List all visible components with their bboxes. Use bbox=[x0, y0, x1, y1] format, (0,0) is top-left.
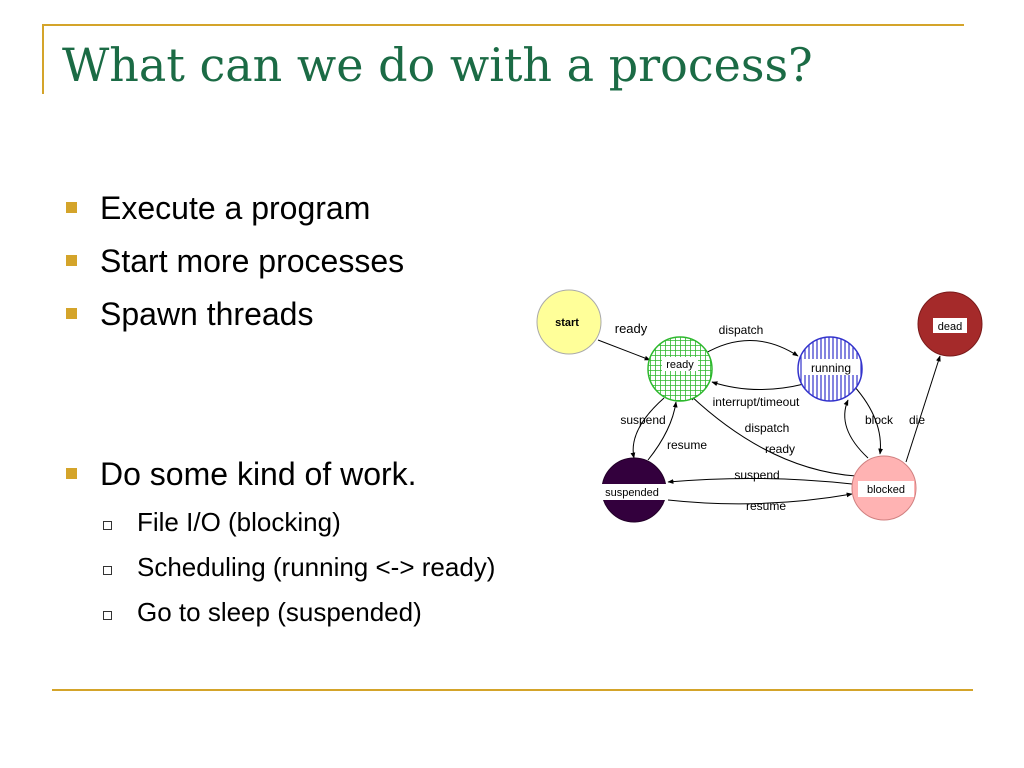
transition-label-running-blocked: block bbox=[865, 413, 894, 427]
transition-suspended-ready bbox=[647, 401, 678, 461]
square-bullet-icon bbox=[66, 255, 77, 266]
bottom-rule bbox=[52, 689, 973, 691]
state-start-label: start bbox=[555, 317, 579, 329]
state-running-label-box bbox=[804, 359, 858, 375]
transition-blocked-ready bbox=[689, 394, 857, 477]
sub-bullet-text: Go to sleep (suspended) bbox=[137, 597, 422, 627]
transition-label-blocked-ready: ready bbox=[765, 442, 795, 456]
square-bullet-icon bbox=[66, 308, 77, 319]
hollow-square-bullet-icon bbox=[103, 521, 112, 530]
transition-label-ready-running: dispatch bbox=[719, 323, 764, 337]
sub-bullet-text: Scheduling (running <-> ready) bbox=[137, 552, 496, 582]
state-blocked-label: blocked bbox=[867, 484, 905, 496]
state-dead-label: dead bbox=[938, 321, 962, 333]
state-start-node bbox=[536, 289, 602, 355]
square-bullet-icon bbox=[66, 202, 77, 213]
transition-label-blocked-suspended: suspend bbox=[734, 468, 779, 482]
state-ready-label-box bbox=[662, 357, 698, 371]
hollow-square-bullet-icon bbox=[103, 611, 112, 620]
transition-label-running-ready: interrupt/timeout bbox=[713, 395, 800, 409]
bullet-text: Start more processes bbox=[100, 243, 405, 279]
top-rule bbox=[42, 24, 964, 26]
transition-label-start-ready: ready bbox=[615, 321, 648, 336]
state-suspended-label-box bbox=[598, 484, 668, 500]
transition-running-dead bbox=[905, 355, 941, 463]
transition-suspended-blocked bbox=[667, 492, 853, 505]
transition-label-suspended-blocked: resume bbox=[746, 499, 786, 513]
bullet-text: Spawn threads bbox=[100, 296, 314, 332]
bullet-text: Execute a program bbox=[100, 190, 371, 226]
transition-start-ready bbox=[597, 339, 651, 361]
square-bullet-icon bbox=[66, 468, 77, 479]
transition-label-running-dead: die bbox=[909, 413, 925, 427]
transition-blocked-running bbox=[843, 399, 869, 459]
slide-title: What can we do with a process? bbox=[62, 38, 813, 92]
transition-blocked-suspended bbox=[667, 477, 853, 485]
transition-label-ready-suspended: suspend bbox=[620, 413, 665, 427]
state-dead-label-box bbox=[933, 318, 967, 333]
sub-bullet-text: File I/O (blocking) bbox=[137, 507, 341, 537]
transition-running-blocked bbox=[853, 385, 884, 455]
state-running-label: running bbox=[811, 361, 851, 375]
state-blocked-label-box bbox=[858, 481, 914, 497]
transition-label-blocked-running: dispatch bbox=[745, 421, 790, 435]
transition-label-suspended-ready: resume bbox=[667, 438, 707, 452]
hollow-square-bullet-icon bbox=[103, 566, 112, 575]
bullet-text: Do some kind of work. bbox=[100, 456, 417, 492]
left-rule bbox=[42, 24, 44, 94]
transition-ready-suspended bbox=[630, 397, 665, 459]
transition-running-ready bbox=[711, 381, 805, 390]
transition-ready-running bbox=[703, 340, 799, 357]
state-ready-label: ready bbox=[666, 359, 694, 371]
state-suspended-label: suspended bbox=[605, 487, 659, 499]
